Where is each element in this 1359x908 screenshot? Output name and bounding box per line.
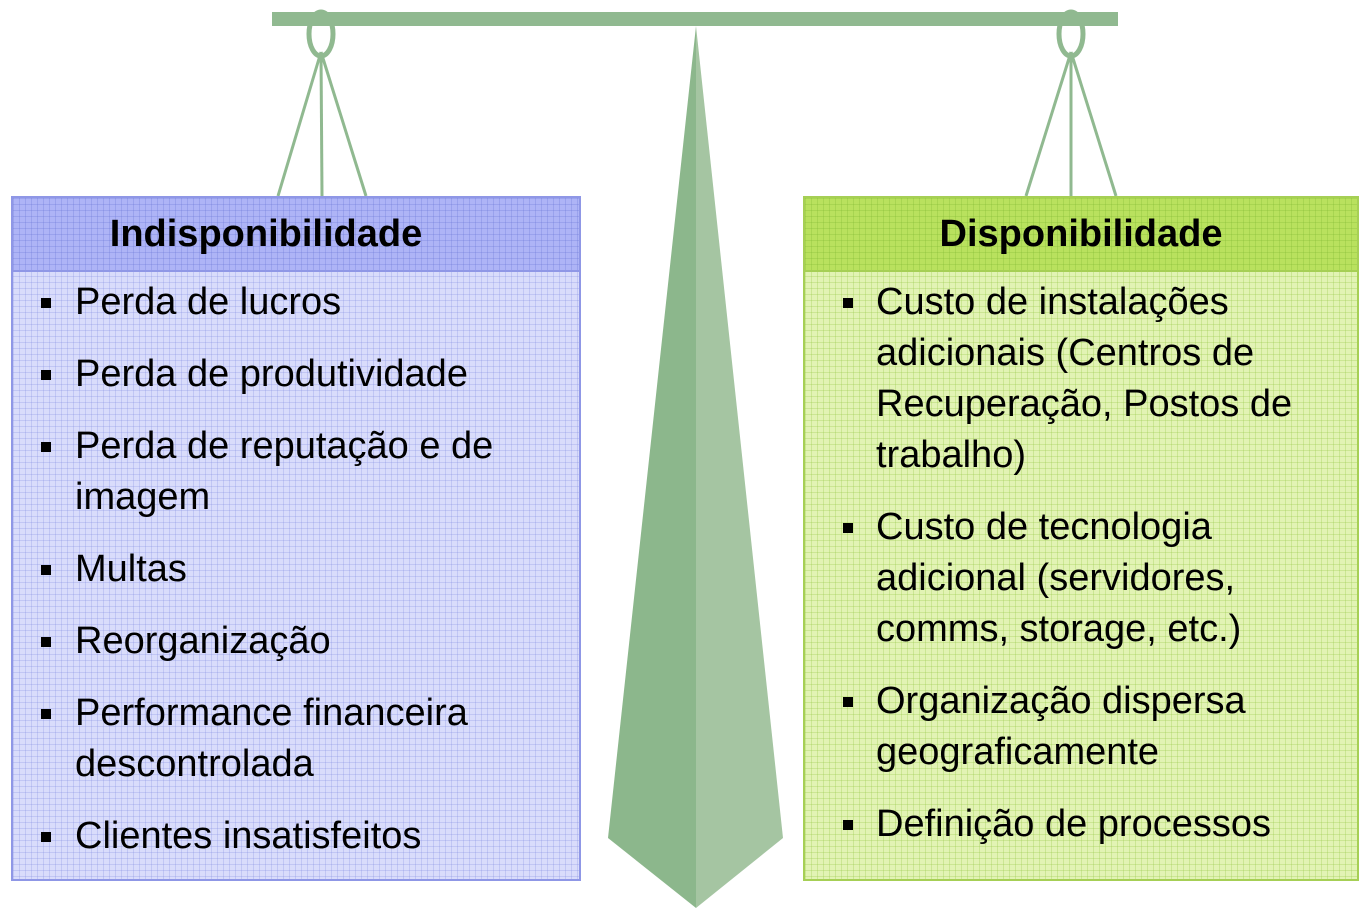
list-item-text: Definição de processos <box>876 803 1271 845</box>
left-string-a <box>276 51 323 197</box>
square-bullet-icon <box>41 637 51 647</box>
square-bullet-icon <box>843 697 853 707</box>
unavailability-header: Indisponibilidade <box>13 198 579 272</box>
square-bullet-icon <box>843 820 853 830</box>
left-string-b <box>319 51 324 197</box>
unavailability-title: Indisponibilidade <box>109 212 423 255</box>
scale-beam <box>272 12 1118 26</box>
list-item: Perda de reputação e de imagem <box>13 421 579 523</box>
square-bullet-icon <box>843 298 853 308</box>
list-item-text: Clientes insatisfeitos <box>75 815 422 857</box>
scale-pillar-left <box>608 26 696 908</box>
unavailability-panel: Indisponibilidade Perda de lucros Perda … <box>11 196 581 881</box>
list-item-text: Custo de instalações adicionais (Centros… <box>876 281 1293 476</box>
square-bullet-icon <box>41 370 51 380</box>
list-item: Perda de lucros <box>13 277 579 328</box>
square-bullet-icon <box>41 565 51 575</box>
list-item: Reorganização <box>13 616 579 667</box>
square-bullet-icon <box>41 832 51 842</box>
list-item-text: Perda de reputação e de imagem <box>75 425 494 518</box>
list-item: Performance financeira descontrolada <box>13 688 579 790</box>
availability-title: Disponibilidade <box>939 212 1223 255</box>
square-bullet-icon <box>843 523 853 533</box>
list-item: Clientes insatisfeitos <box>13 811 579 862</box>
square-bullet-icon <box>41 442 51 452</box>
list-item-text: Reorganização <box>75 620 331 662</box>
list-item-text: Performance financeira descontrolada <box>75 692 468 785</box>
list-item: Multas <box>13 544 579 595</box>
availability-panel: Disponibilidade Custo de instalações adi… <box>803 196 1359 881</box>
availability-header: Disponibilidade <box>805 198 1357 272</box>
square-bullet-icon <box>41 298 51 308</box>
left-string-c <box>319 51 368 197</box>
list-item: Organização dispersa geograficamente <box>805 676 1357 778</box>
list-item: Definição de processos <box>805 799 1357 850</box>
square-bullet-icon <box>41 709 51 719</box>
right-string-a <box>1024 51 1073 197</box>
list-item: Custo de instalações adicionais (Centros… <box>805 277 1357 481</box>
unavailability-list: Perda de lucros Perda de produtividade P… <box>13 272 579 862</box>
list-item-text: Perda de produtividade <box>75 353 468 395</box>
list-item-text: Organização dispersa geograficamente <box>876 680 1246 773</box>
scale-pillar-right <box>696 26 783 908</box>
list-item: Perda de produtividade <box>13 349 579 400</box>
right-string-c <box>1069 51 1118 197</box>
list-item-text: Multas <box>75 548 187 590</box>
list-item: Custo de tecnologia adicional (servidore… <box>805 502 1357 655</box>
list-item-text: Perda de lucros <box>75 281 342 323</box>
availability-list: Custo de instalações adicionais (Centros… <box>805 272 1357 850</box>
list-item-text: Custo de tecnologia adicional (servidore… <box>876 506 1242 650</box>
